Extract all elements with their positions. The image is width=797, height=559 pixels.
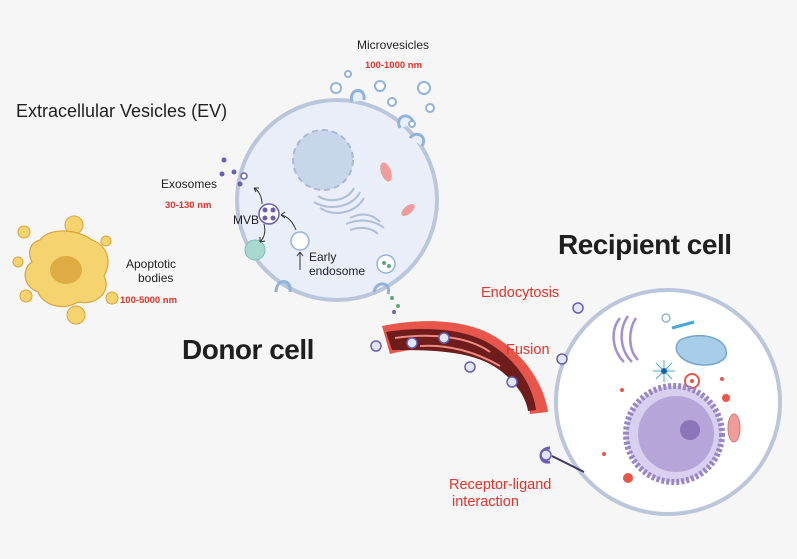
exosomes-graphic [219,157,248,187]
blood-vessel-graphic [382,321,548,414]
recipient-cell-graphic [539,288,782,516]
donor-cell-graphic [235,89,439,302]
exosomes-label: Exosomes [161,177,218,191]
donor-cell-label: Donor cell [182,334,314,365]
receptor-ligand-label-line2: interaction [452,494,519,510]
recipient-cell-label: Recipient cell [558,229,732,260]
page-title: Extracellular Vesicles (EV) [16,101,228,121]
microvesicles-label: Microvesicles [357,38,430,52]
receptor-ligand-label-line1: Receptor-ligand [449,477,552,493]
microvesicles-graphic [330,70,435,128]
mvb-label: MVB [233,213,260,227]
released-ev-particles [390,296,400,314]
microvesicles-size: 100-1000 nm [365,60,423,71]
early-endosome-label-line2: endosome [309,264,366,278]
endocytosis-label: Endocytosis [481,285,560,301]
early-endosome-label-line1: Early [309,250,337,264]
apoptotic-label-line1: Apoptotic [126,257,177,271]
fusion-label: Fusion [506,342,550,358]
free-vesicle [370,340,382,352]
apoptotic-size: 100-5000 nm [120,295,178,306]
apoptotic-bodies-graphic [12,215,119,325]
apoptotic-label-line2: bodies [138,271,174,285]
exosomes-size: 30-130 nm [165,200,212,211]
